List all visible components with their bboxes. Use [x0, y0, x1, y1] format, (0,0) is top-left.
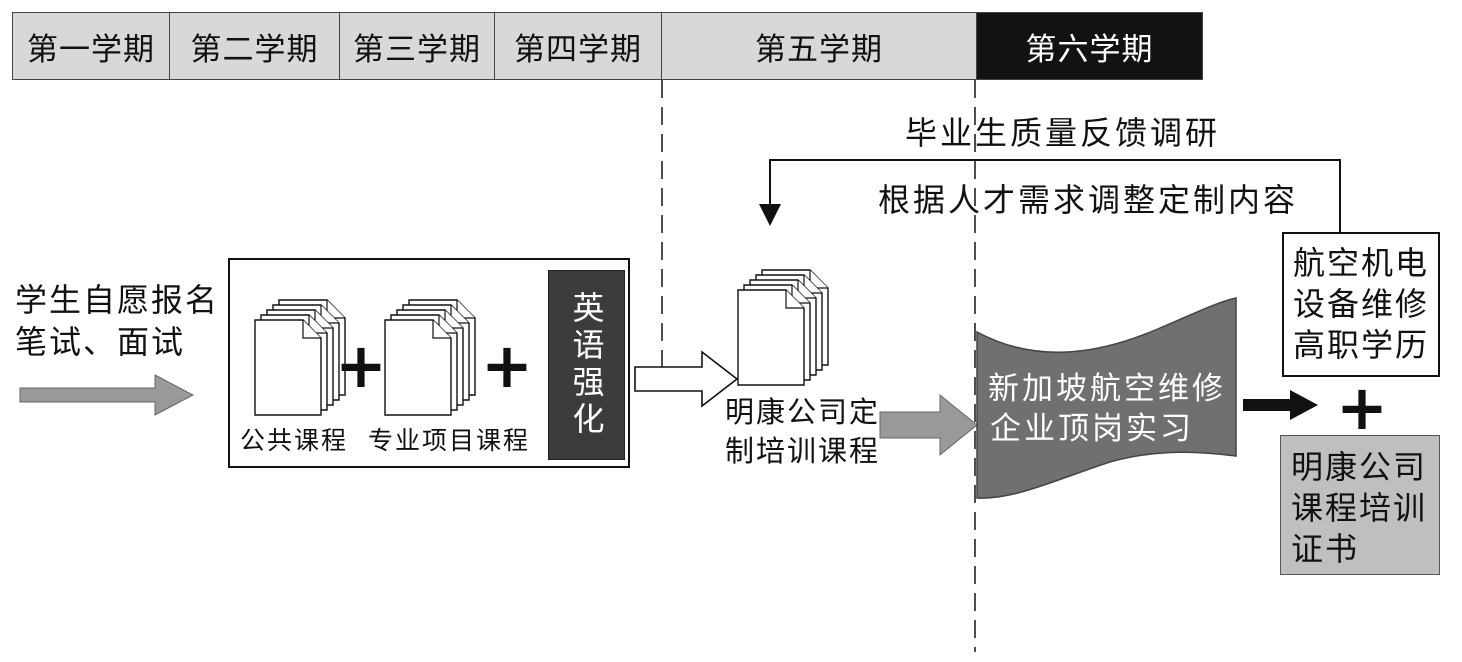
- plus-sign-result: +: [1336, 371, 1388, 444]
- document-page-fold: [432, 320, 451, 339]
- certificate-line1: 明康公司: [1291, 448, 1428, 486]
- semester-5-label: 第五学期: [755, 31, 883, 68]
- semester-4-label: 第四学期: [514, 31, 642, 68]
- plus-sign-courses-1: +: [335, 329, 387, 402]
- certificate-box: 明康公司 课程培训 证书: [1280, 435, 1440, 575]
- semester-3-label: 第三学期: [353, 31, 481, 68]
- semester-3-cell: 第三学期: [340, 12, 495, 80]
- custom-training-label-line1: 明康公司定: [725, 395, 881, 429]
- document-stacks: [254, 269, 829, 416]
- public-course-label: 公共课程: [240, 426, 349, 455]
- diploma-line1: 航空机电: [1292, 244, 1429, 282]
- course-group-box: [228, 258, 630, 468]
- enrollment-arrow: [19, 374, 195, 416]
- public-course-document-stack-icon: [254, 299, 346, 416]
- courses-to-custom-arrow: [634, 350, 739, 408]
- semester-1-label: 第一学期: [27, 31, 155, 68]
- document-page-fold: [302, 320, 321, 339]
- internship-to-result-arrow: [1243, 390, 1318, 420]
- custom-training-document-stack-icon: [737, 269, 829, 386]
- diploma-line3: 高职学历: [1292, 326, 1429, 364]
- semester-5-cell: 第五学期: [662, 12, 977, 80]
- semester-2-cell: 第二学期: [170, 12, 340, 80]
- semester-4-cell: 第四学期: [495, 12, 662, 80]
- enrollment-label-line2: 笔试、面试: [15, 323, 186, 361]
- feedback-survey-label: 毕业生质量反馈调研: [905, 114, 1221, 152]
- document-page: [254, 319, 322, 416]
- diploma-line2: 设备维修: [1292, 285, 1429, 323]
- semester-6-cell: 第六学期: [977, 12, 1203, 80]
- enrollment-label-line1: 学生自愿报名: [15, 281, 220, 319]
- major-course-document-stack-icon: [384, 299, 476, 416]
- internship-banner: [976, 297, 1237, 499]
- plus-sign-courses-2: +: [481, 329, 533, 402]
- internship-label-line1: 新加坡航空维修: [988, 371, 1226, 407]
- certificate-line3: 证书: [1291, 530, 1360, 568]
- document-page: [384, 319, 452, 416]
- semester-timeline: 第一学期 第二学期 第三学期 第四学期 第五学期 第六学期: [12, 12, 1203, 80]
- document-page: [737, 289, 805, 386]
- semester-1-cell: 第一学期: [12, 12, 170, 80]
- custom-to-internship-arrow: [879, 393, 978, 457]
- feedback-arrowhead: [759, 204, 781, 226]
- semester-6-label: 第六学期: [1025, 31, 1154, 68]
- major-project-course-label: 专业项目课程: [368, 426, 531, 455]
- feedback-adjust-label: 根据人才需求调整定制内容: [878, 181, 1299, 219]
- custom-training-label-line2: 制培训课程: [725, 434, 881, 468]
- feedback-loop-line: [769, 159, 1341, 232]
- document-page-fold: [785, 290, 804, 309]
- english-intensive-label: 英语强化: [567, 291, 606, 439]
- internship-label-line2: 企业顶岗实习: [990, 411, 1194, 447]
- english-intensive-box: 英语强化: [548, 270, 625, 460]
- semester-2-label: 第二学期: [190, 31, 319, 68]
- certificate-line2: 课程培训: [1291, 489, 1428, 527]
- diploma-box: 航空机电 设备维修 高职学历: [1282, 232, 1440, 377]
